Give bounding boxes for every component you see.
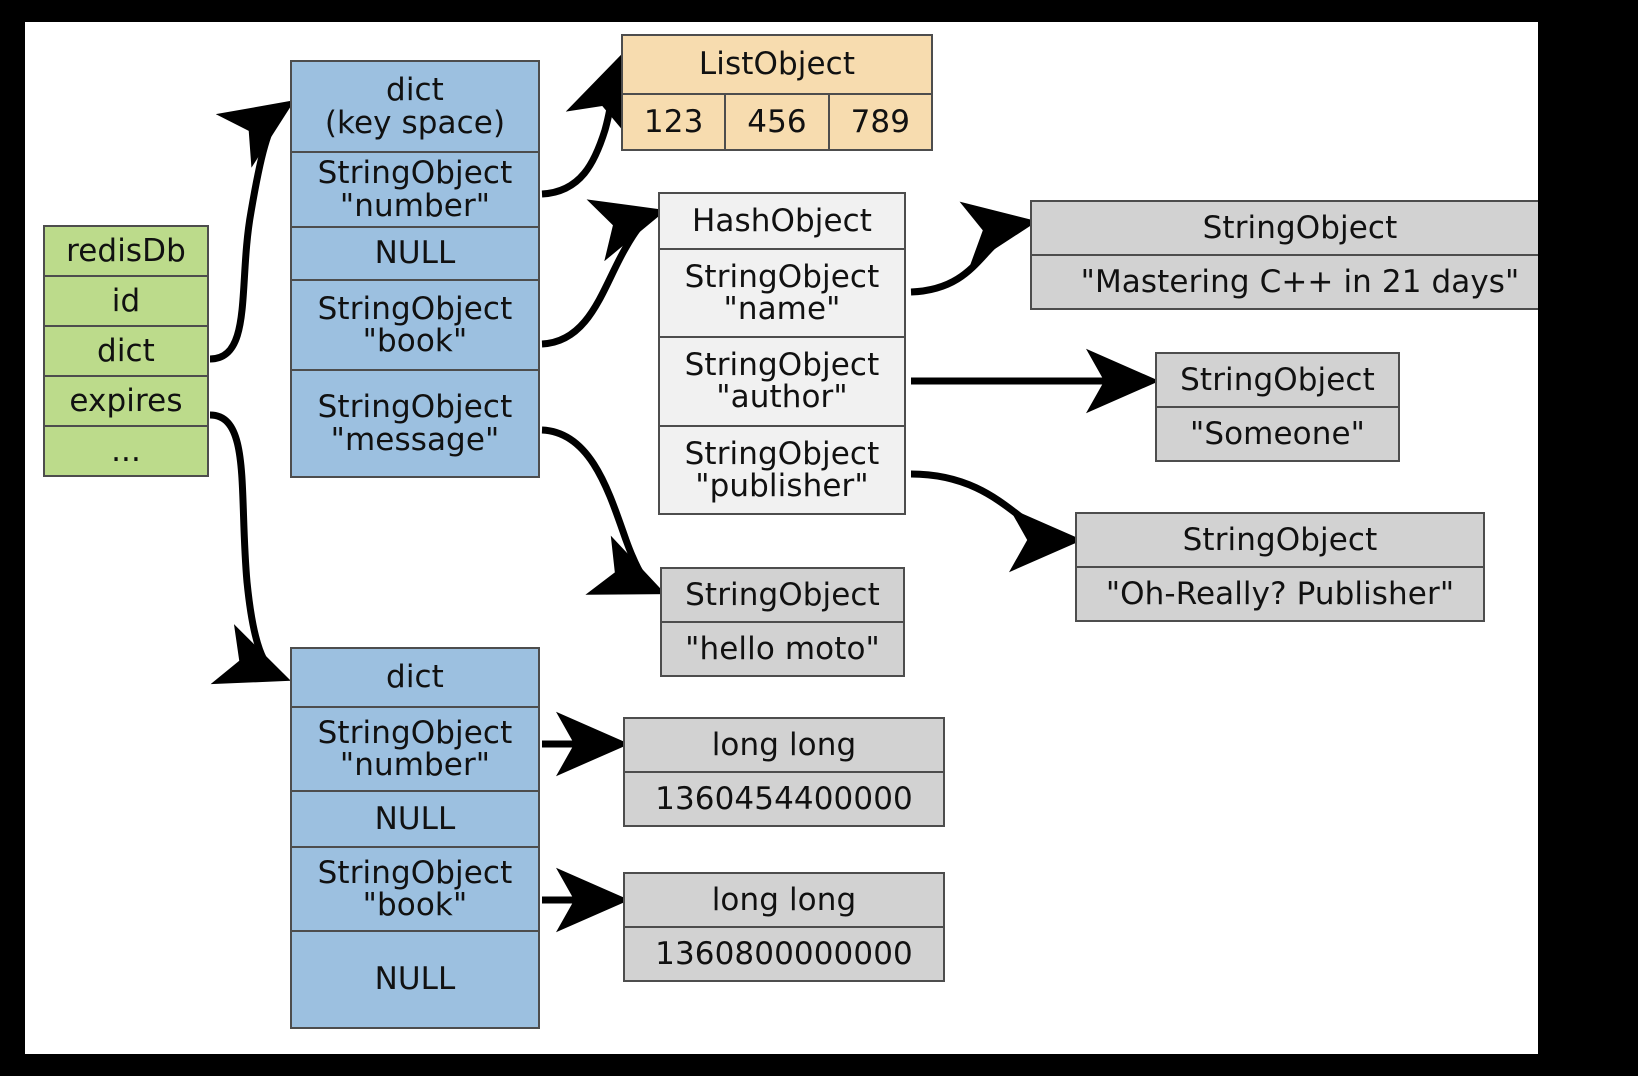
redisdb-row-ellipsis: ... xyxy=(45,427,207,475)
node-stringobject-publisher-value[interactable]: StringObject "Oh-Really? Publisher" xyxy=(1075,512,1485,622)
keyspace-row-book[interactable]: StringObject "book" xyxy=(292,281,538,371)
edge-message-to-hellomoto xyxy=(541,426,666,595)
diagram-canvas: redisDb id dict expires ... dict (key sp… xyxy=(25,22,1538,1054)
node-stringobject-author-value[interactable]: StringObject "Someone" xyxy=(1155,352,1400,462)
keyspace-row-message[interactable]: StringObject "message" xyxy=(292,371,538,476)
hashobject-header: HashObject xyxy=(660,194,904,250)
keyspace-row-number[interactable]: StringObject "number" xyxy=(292,153,538,228)
listobject-header: ListObject xyxy=(623,36,931,95)
stringobject-publisher-value: "Oh-Really? Publisher" xyxy=(1077,568,1483,620)
node-keyspace-dict[interactable]: dict (key space) StringObject "number" N… xyxy=(290,60,540,478)
redisdb-row-id: id xyxy=(45,277,207,327)
stringobject-publisher-header: StringObject xyxy=(1077,514,1483,568)
longlong-book-value: 1360800000000 xyxy=(625,928,943,980)
redisdb-row-title: redisDb xyxy=(45,227,207,277)
edge-redisdb-expires-to-expiresdict xyxy=(209,411,291,685)
expires-row-null-2: NULL xyxy=(292,932,538,1027)
edge-number-to-listobject xyxy=(541,54,627,198)
listobject-items-row: 123 456 789 xyxy=(623,95,931,149)
node-hashobject[interactable]: HashObject StringObject "name" StringObj… xyxy=(658,192,906,515)
hashobject-row-name[interactable]: StringObject "name" xyxy=(660,250,904,339)
longlong-number-header: long long xyxy=(625,719,943,773)
node-stringobject-book-name[interactable]: StringObject "Mastering C++ in 21 days" xyxy=(1030,200,1538,310)
expires-row-null-1: NULL xyxy=(292,792,538,848)
keyspace-row-null-1: NULL xyxy=(292,228,538,281)
hashobject-row-publisher[interactable]: StringObject "publisher" xyxy=(660,426,904,513)
longlong-number-value: 1360454400000 xyxy=(625,773,943,825)
stringobject-name-value: "Mastering C++ in 21 days" xyxy=(1032,256,1538,308)
node-longlong-book[interactable]: long long 1360800000000 xyxy=(623,872,945,982)
expires-row-title: dict xyxy=(292,649,538,708)
stringobject-message-header: StringObject xyxy=(662,569,903,623)
stringobject-message-value: "hello moto" xyxy=(662,623,903,675)
expires-row-number[interactable]: StringObject "number" xyxy=(292,708,538,792)
stringobject-author-value: "Someone" xyxy=(1157,408,1398,460)
edge-publisher-to-publisher-value xyxy=(910,470,1083,573)
node-expires-dict[interactable]: dict StringObject "number" NULL StringOb… xyxy=(290,647,540,1029)
longlong-book-header: long long xyxy=(625,874,943,928)
redisdb-row-expires[interactable]: expires xyxy=(45,377,207,427)
node-listobject[interactable]: ListObject 123 456 789 xyxy=(621,34,933,151)
keyspace-row-title: dict (key space) xyxy=(292,62,538,153)
stringobject-author-header: StringObject xyxy=(1157,354,1398,408)
expires-row-book[interactable]: StringObject "book" xyxy=(292,848,538,932)
edge-redisdb-dict-to-keyspace xyxy=(209,100,295,363)
listobject-item-1[interactable]: 456 xyxy=(726,95,830,149)
node-longlong-number[interactable]: long long 1360454400000 xyxy=(623,717,945,827)
stringobject-name-header: StringObject xyxy=(1032,202,1538,256)
edge-book-to-hashobject xyxy=(541,199,667,348)
listobject-item-2[interactable]: 789 xyxy=(829,95,931,149)
node-stringobject-message-value[interactable]: StringObject "hello moto" xyxy=(660,567,905,677)
edge-name-to-mastering xyxy=(910,201,1038,296)
hashobject-row-author[interactable]: StringObject "author" xyxy=(660,338,904,427)
listobject-item-0[interactable]: 123 xyxy=(623,95,727,149)
redisdb-row-dict[interactable]: dict xyxy=(45,327,207,377)
node-redisdb[interactable]: redisDb id dict expires ... xyxy=(43,225,209,477)
